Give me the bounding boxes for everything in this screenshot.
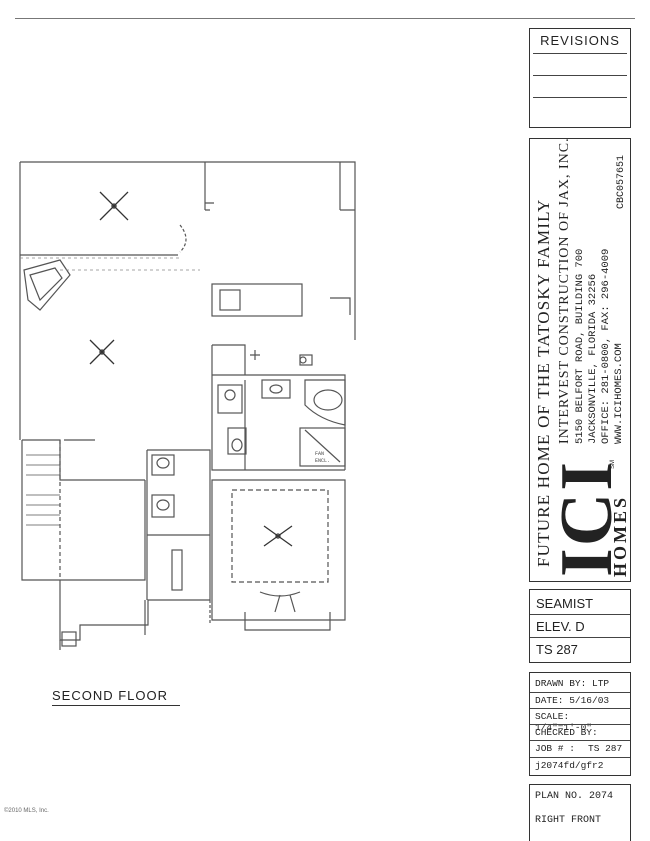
service-mark: SM [610,460,616,469]
model-elevation: ELEV. D [536,619,585,634]
drawn-by: DRAWN BY: LTP [535,678,610,689]
revisions-title: REVISIONS [540,33,620,48]
ceiling-fan-symbols [89,191,293,547]
homes-logo-text: HOMES [610,494,630,577]
model-code: TS 287 [536,642,578,657]
revisions-box: REVISIONS [529,28,631,128]
fan-label: FAN [315,451,324,457]
model-name: SEAMIST [536,596,594,611]
plan-number: PLAN NO. 2074 [535,791,614,802]
plan-number-box: PLAN NO. 2074 RIGHT FRONT [529,784,631,841]
revisions-row-line [533,53,627,54]
license-number: CBC057651 [616,154,627,209]
company-address-line2: JACKSONVILLE, FLORIDA 32256 [587,273,599,444]
outer-wall-top [20,161,356,340]
model-box: SEAMIST ELEV. D TS 287 [529,589,631,663]
enclosure-label: ENCL. [315,458,330,464]
copyright-text: ©2010 MLS, Inc. [4,808,49,814]
revisions-row-line [533,97,627,98]
drawing-date: DATE: 5/16/03 [535,695,610,706]
company-address-line1: 5150 BELFORT ROAD, BUILDING 700 [574,248,586,444]
drawing-scale: SCALE: 1/4"=1'-0" [535,711,593,733]
job-number-label: JOB # : [535,743,575,754]
company-name: INTERVEST CONSTRUCTION OF JAX, INC. [557,137,572,444]
floor-label-underline [52,705,180,706]
company-phone-line: OFFICE: 281-0800, FAX: 296-4009 [600,248,612,444]
revisions-row-line [533,75,627,76]
job-number-value: TS 287 [588,743,623,754]
drawing-info-box: DRAWN BY: LTP DATE: 5/16/03 SCALE: 1/4"=… [529,672,631,776]
company-website: WWW.ICIHOMES.COM [613,343,625,444]
floor-plan-drawing: FAN ENCL. [19,161,356,650]
top-border-line [15,18,635,19]
project-title-block: FUTURE HOME OF THE TATOSKY FAMILY INTERV… [529,137,631,582]
checked-by: CHECKED BY: [535,727,598,738]
file-reference: j2074fd/gfr2 [535,760,604,771]
plan-view: RIGHT FRONT [535,815,602,826]
floor-label: SECOND FLOOR [52,688,169,703]
